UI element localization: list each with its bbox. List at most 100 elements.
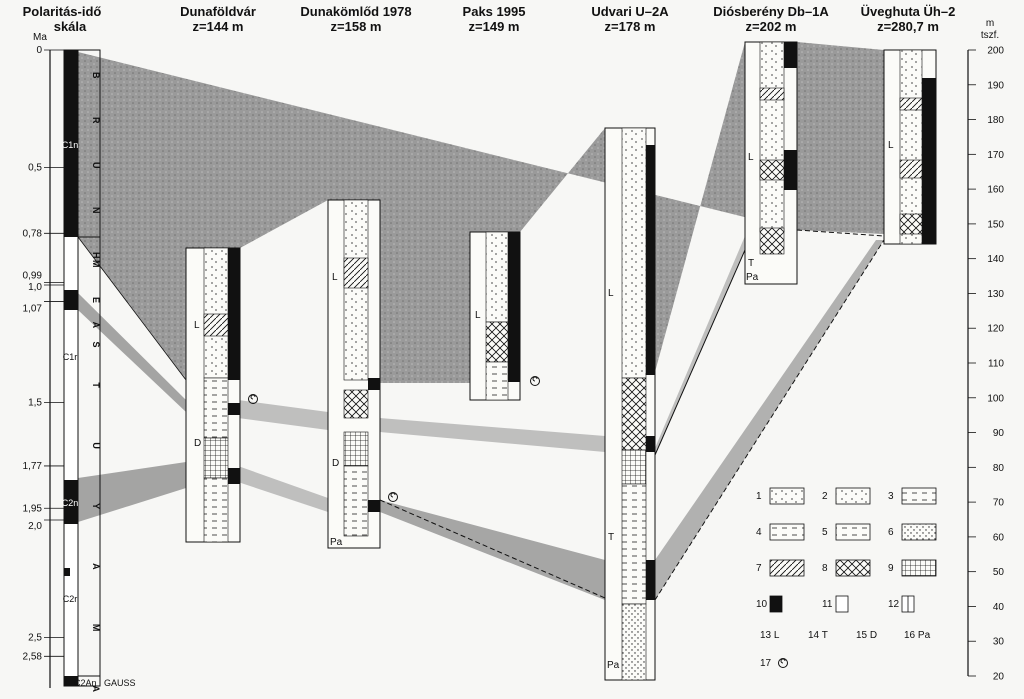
lith-pa-dunakomlod: Pa <box>330 537 343 548</box>
legend-item-14: 14 T <box>808 630 828 641</box>
band-d3 <box>238 466 328 512</box>
height-tick-label: 50 <box>993 567 1005 578</box>
chron-c2n: C2n <box>62 498 79 508</box>
legend-swatch <box>835 487 871 505</box>
lith-pa-udvari: Pa <box>607 660 620 671</box>
lith-l-dunakomlod: L <box>332 272 338 283</box>
band-brunhes <box>78 42 884 383</box>
chron-c1r: C1r <box>63 352 78 362</box>
log-dunafoldvar: L D <box>185 247 241 543</box>
col-uveghuta-name: Üveghuta Üh–2 <box>861 4 956 19</box>
gastropod-icons <box>248 376 540 502</box>
col-paks-name: Paks 1995 <box>463 4 526 19</box>
band-olduvai <box>78 462 186 522</box>
age-tick-label: 1,5 <box>28 398 42 409</box>
height-tick-label: 100 <box>987 393 1004 404</box>
band-jaramillo <box>78 293 186 412</box>
gastropod-icon <box>778 658 788 668</box>
legend-number-9: 9 <box>888 563 894 574</box>
col-dunakomlod-elev: z=158 m <box>331 19 382 34</box>
col-diosbereny-name: Diósberény Db–1A <box>713 4 829 19</box>
height-tick-label: 190 <box>987 80 1004 91</box>
legend-swatch <box>769 559 805 577</box>
chron-c2r: C2r <box>63 594 78 604</box>
band-d5 <box>655 236 745 455</box>
log-dunakomlod: L D Pa <box>327 199 381 549</box>
height-tick-label: 90 <box>993 428 1005 439</box>
age-tick-label: 1,77 <box>23 461 43 472</box>
age-tick-label: 0,99 <box>23 271 43 282</box>
log-uveghuta: L <box>883 49 937 245</box>
col-dunafoldvar-elev: z=144 m <box>193 19 244 34</box>
legend-number-4: 4 <box>756 527 762 538</box>
log-diosbereny: L T Pa <box>744 41 798 285</box>
age-tick-label: 1,95 <box>23 503 43 514</box>
log-udvari: L T Pa <box>604 127 656 681</box>
lith-d-dunakomlod: D <box>332 458 339 469</box>
age-tick-label: 2,58 <box>23 651 43 662</box>
legend-swatch <box>901 487 937 505</box>
height-tick-label: 60 <box>993 532 1005 543</box>
epoch-gauss: GAUSS <box>104 678 136 688</box>
legend-swatch <box>769 523 805 541</box>
height-tick-label: 20 <box>993 672 1005 683</box>
correlation-bands <box>77 42 885 601</box>
height-tick-label: 150 <box>987 219 1004 230</box>
polarity-time-scale: Polaritás-idő skála Ma 00,50,780,991,01,… <box>23 4 136 699</box>
height-tick-label: 110 <box>988 359 1004 370</box>
lith-l-uveghuta: L <box>888 140 894 151</box>
legend-item-16: 16 Pa <box>904 630 931 641</box>
legend-swatch <box>835 595 849 613</box>
ma-label: Ma <box>33 32 47 43</box>
legend-number-11: 11 <box>822 599 833 610</box>
height-tick-label: 80 <box>993 463 1005 474</box>
lith-l-diosbereny: L <box>748 152 754 163</box>
chron-c1n: C1n <box>62 140 79 150</box>
height-tick-label: 180 <box>987 115 1004 126</box>
lith-pa-diosbereny: Pa <box>746 272 759 283</box>
band-d4 <box>380 500 605 600</box>
col-dunakomlod-name: Dunakömlőd 1978 <box>300 4 411 19</box>
lith-l-dunafoldvar: L <box>194 320 200 331</box>
legend-number-1: 1 <box>756 491 762 502</box>
col-dunafoldvar-name: Dunaföldvár <box>180 4 256 19</box>
height-unit-m: m <box>986 18 994 29</box>
age-tick-label: 1,07 <box>23 303 43 314</box>
legend-number-3: 3 <box>888 491 894 502</box>
legend-item-15: 15 D <box>856 630 877 641</box>
gastropod-icon <box>388 492 398 502</box>
age-tick-label: 0,5 <box>28 163 42 174</box>
epoch-matuyama: M A T U Y A M A <box>91 260 101 699</box>
epoch-brunhes: B R U N H E S <box>91 72 101 366</box>
height-unit-tszf: tszf. <box>981 30 999 41</box>
col-paks-elev: z=149 m <box>469 19 520 34</box>
height-tick-label: 160 <box>987 185 1004 196</box>
legend-swatch <box>769 595 783 613</box>
polarity-title-1: Polaritás-idő <box>23 4 102 19</box>
legend-item-17: 17 <box>760 658 772 669</box>
legend-number-7: 7 <box>756 563 762 574</box>
legend-number-2: 2 <box>822 491 828 502</box>
legend-item-13: 13 L <box>760 630 780 641</box>
height-tick-label: 200 <box>987 46 1004 57</box>
age-tick-label: 0,78 <box>23 228 43 239</box>
lith-l-paks: L <box>475 310 481 321</box>
col-uveghuta-elev: z=280,7 m <box>877 19 939 34</box>
col-udvari-name: Udvari U–2A <box>591 4 669 19</box>
lith-d-dunafoldvar: D <box>194 438 201 449</box>
legend-swatch <box>769 487 805 505</box>
band-d2 <box>380 418 605 452</box>
height-axis: m tszf. 20304050607080901001101201301401… <box>967 18 1005 683</box>
age-tick-label: 2,0 <box>28 521 42 532</box>
height-tick-label: 70 <box>993 498 1005 509</box>
legend-swatch <box>835 559 871 577</box>
gastropod-icon <box>530 376 540 386</box>
age-tick-label: 1,0 <box>28 282 42 293</box>
legend-number-10: 10 <box>756 599 768 610</box>
legend-number-5: 5 <box>822 527 828 538</box>
log-paks: L <box>469 231 521 401</box>
col-diosbereny-elev: z=202 m <box>746 19 797 34</box>
